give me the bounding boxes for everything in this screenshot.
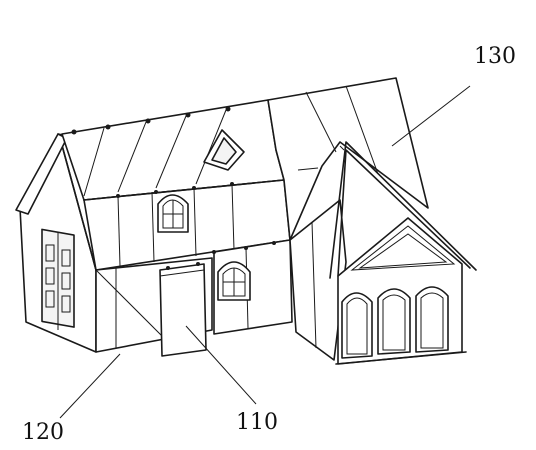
leader-lines — [59, 85, 471, 419]
label-120: 120 — [22, 420, 64, 445]
label-110: 110 — [236, 410, 278, 435]
cross-gable-wing — [267, 77, 477, 365]
leader-130 — [391, 85, 471, 147]
leader-120 — [59, 353, 121, 419]
main-roof — [61, 99, 285, 201]
label-130: 130 — [474, 44, 516, 69]
leader-110 — [185, 325, 257, 405]
panel-110 — [159, 262, 207, 357]
